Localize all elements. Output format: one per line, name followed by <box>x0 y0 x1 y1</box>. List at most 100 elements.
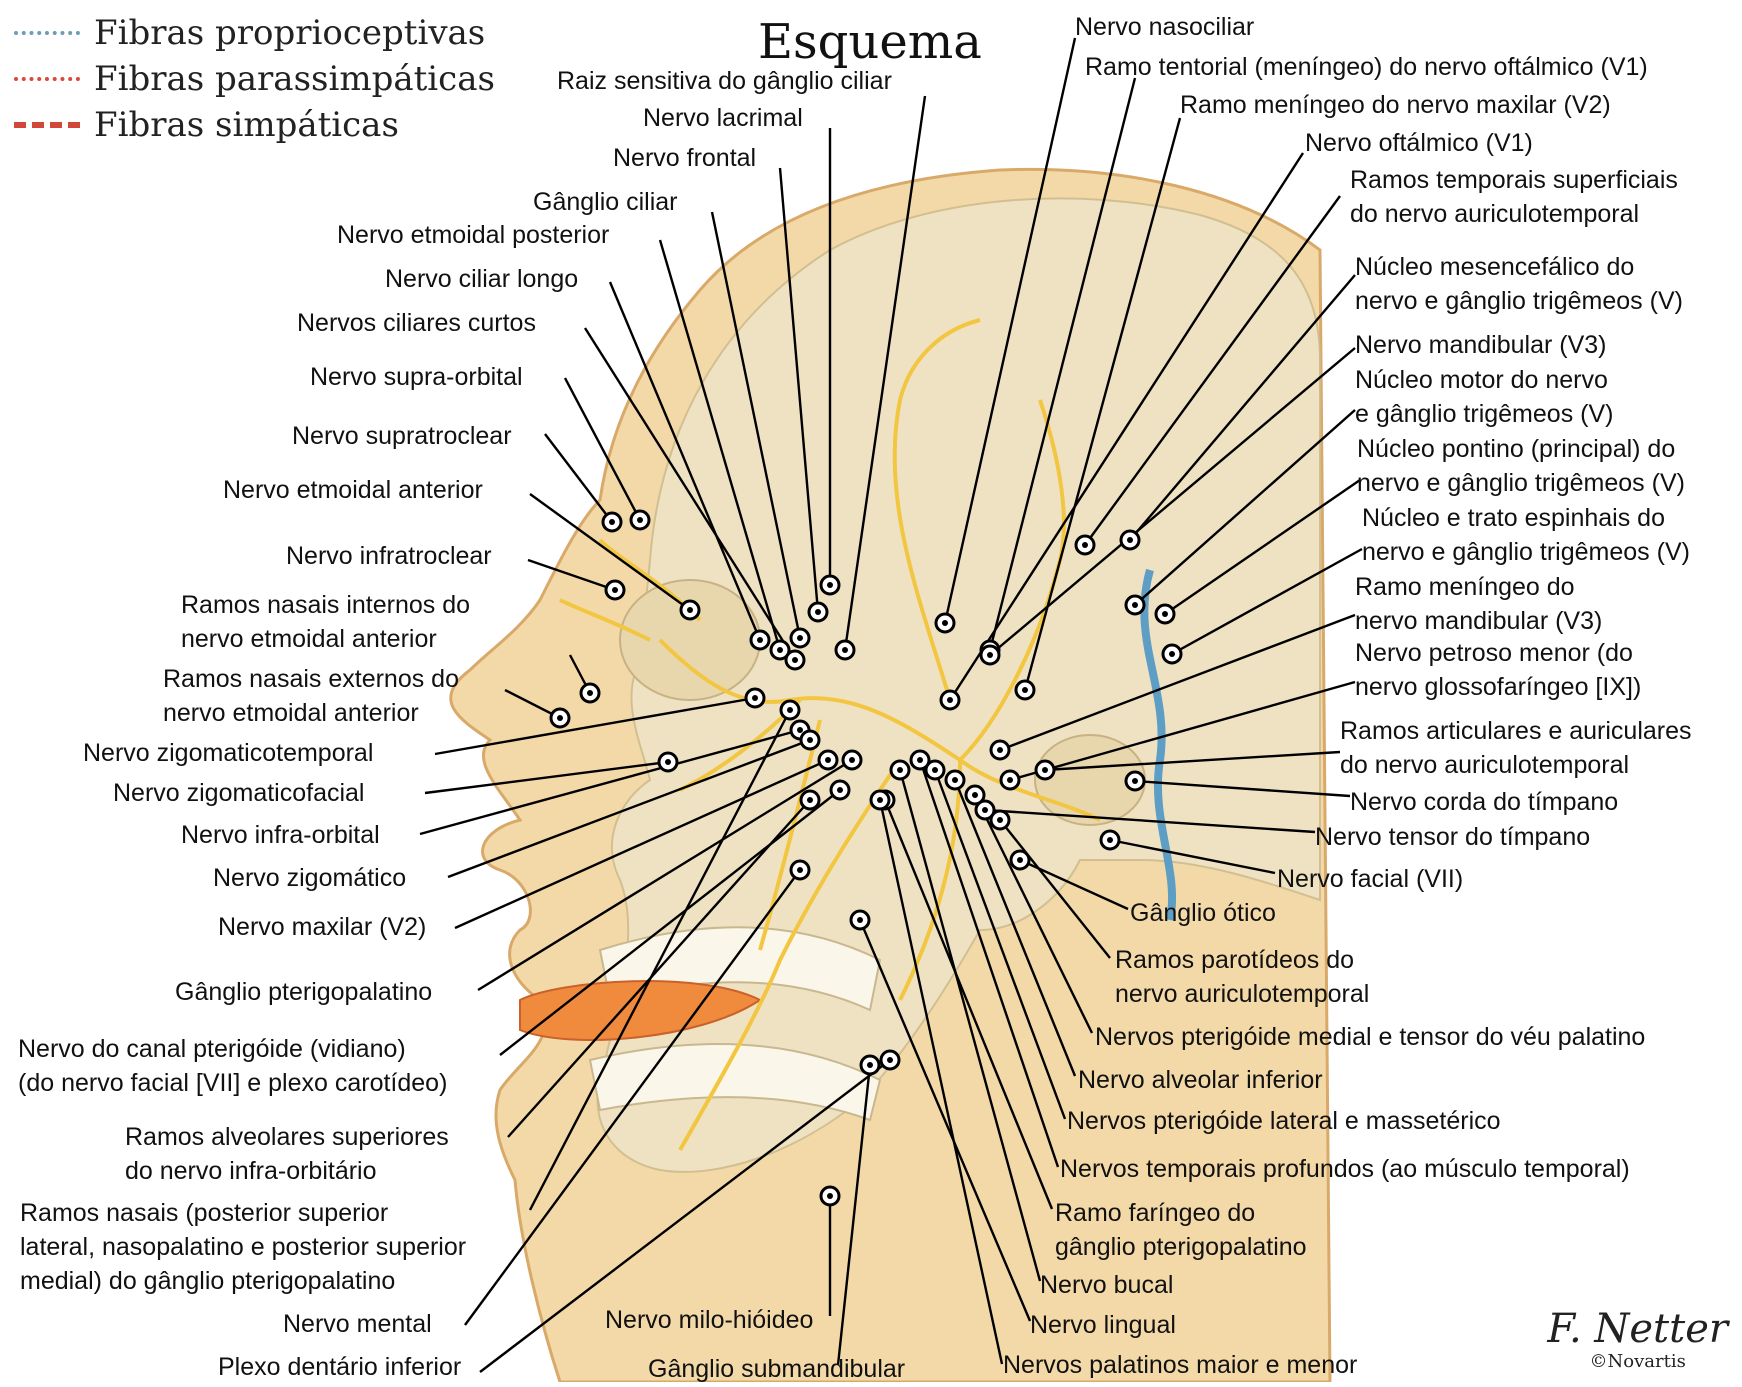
callout-marker-dot <box>997 817 1003 823</box>
label-nervo-tensor-timpano: Nervo tensor do tímpano <box>1315 820 1590 854</box>
callout-marker-dot <box>1132 602 1138 608</box>
callout-marker-dot <box>797 727 803 733</box>
label-nervo-etmoidal-anterior: Nervo etmoidal anterior <box>223 473 483 507</box>
legend: Fibras proprioceptivas Fibras parassimpá… <box>14 10 495 148</box>
callout-marker-dot <box>837 787 843 793</box>
callout-marker-dot <box>952 777 958 783</box>
label-nervo-infratroclear: Nervo infratroclear <box>286 539 492 573</box>
label-nervo-etmoidal-posterior: Nervo etmoidal posterior <box>337 218 609 252</box>
label-nervo-mental: Nervo mental <box>283 1307 432 1341</box>
callout-marker-dot <box>637 517 643 523</box>
label-ramo-meningeo-maxilar: Ramo meníngeo do nervo maxilar (V2) <box>1180 88 1611 122</box>
callout-marker-dot <box>815 609 821 615</box>
label-nervo-corda-timpano: Nervo corda do tímpano <box>1350 785 1618 819</box>
label-ramo-faringeo: Ramo faríngeo do gânglio pterigopalatino <box>1055 1196 1307 1264</box>
callout-marker-dot <box>807 737 813 743</box>
label-ramos-articulares: Ramos articulares e auriculares do nervo… <box>1340 714 1692 782</box>
label-ganglio-otico: Gânglio ótico <box>1130 896 1276 930</box>
orbit <box>620 580 760 700</box>
signature-mark: F. Netter <box>1547 1307 1728 1351</box>
label-nervos-temporais-profundos: Nervos temporais profundos (ao músculo t… <box>1060 1152 1630 1186</box>
legend-item-proprioceptive: Fibras proprioceptivas <box>14 10 495 56</box>
label-ramos-alveolares-superiores: Ramos alveolares superiores do nervo inf… <box>125 1120 449 1188</box>
label-ramo-meningeo-mandibular: Ramo meníngeo do nervo mandibular (V3) <box>1355 570 1602 638</box>
callout-marker-dot <box>932 767 938 773</box>
callout-marker-dot <box>797 867 803 873</box>
callout-marker-dot <box>587 690 593 696</box>
signature: F. Netter ©Novartis <box>1547 1307 1728 1372</box>
legend-swatch-dotted-red <box>14 77 80 81</box>
label-nervo-ciliar-longo: Nervo ciliar longo <box>385 262 578 296</box>
legend-swatch-dashed-red <box>14 122 80 128</box>
label-nervo-petroso-menor: Nervo petroso menor (do nervo glossofarí… <box>1355 636 1641 704</box>
callout-marker-dot <box>787 707 793 713</box>
callout-marker-dot <box>612 587 618 593</box>
callout-marker-dot <box>982 807 988 813</box>
callout-marker-dot <box>1082 542 1088 548</box>
callout-marker-dot <box>752 695 758 701</box>
label-raiz-sensitiva: Raiz sensitiva do gânglio ciliar <box>557 64 892 98</box>
callout-marker-dot <box>997 747 1003 753</box>
label-ramos-nasais-internos: Ramos nasais internos do nervo etmoidal … <box>181 588 470 656</box>
callout-marker-dot <box>557 715 563 721</box>
label-nervo-zigomatico: Nervo zigomático <box>213 861 406 895</box>
label-nervos-ciliares-curtos: Nervos ciliares curtos <box>297 306 536 340</box>
callout-marker-dot <box>609 519 615 525</box>
label-nervo-lingual: Nervo lingual <box>1030 1308 1176 1342</box>
callout-marker-dot <box>857 917 863 923</box>
callout-marker-dot <box>797 635 803 641</box>
callout-marker-dot <box>947 697 953 703</box>
diagram-title: Esquema <box>758 14 982 70</box>
callout-marker-dot <box>757 637 763 643</box>
label-nervo-milo-hioideo: Nervo milo-hióideo <box>605 1303 813 1337</box>
legend-item-sympathetic: Fibras simpáticas <box>14 102 495 148</box>
callout-marker-dot <box>1022 687 1028 693</box>
callout-marker-dot <box>972 792 978 798</box>
label-nervo-mandibular: Nervo mandibular (V3) <box>1355 328 1607 362</box>
callout-marker-dot <box>887 1057 893 1063</box>
callout-marker-dot <box>897 767 903 773</box>
label-nervo-maxilar: Nervo maxilar (V2) <box>218 910 426 944</box>
label-nervos-pterigoide-medial: Nervos pterigóide medial e tensor do véu… <box>1095 1020 1645 1054</box>
label-nervo-infra-orbital: Nervo infra-orbital <box>181 818 380 852</box>
callout-marker-dot <box>825 757 831 763</box>
label-plexo-dentario-inferior: Plexo dentário inferior <box>218 1350 461 1384</box>
callout-marker-dot <box>1127 537 1133 543</box>
legend-swatch-dotted-blue <box>14 31 80 35</box>
label-nucleo-trato-espinhais: Núcleo e trato espinhais do nervo e gâng… <box>1362 501 1690 569</box>
label-nucleo-pontino: Núcleo pontino (principal) do nervo e gâ… <box>1357 432 1685 500</box>
label-nervos-palatinos: Nervos palatinos maior e menor <box>1003 1348 1357 1382</box>
legend-label: Fibras proprioceptivas <box>94 13 485 53</box>
label-nucleo-mesencefalico: Núcleo mesencefálico do nervo e gânglio … <box>1355 250 1683 318</box>
callout-marker-dot <box>867 1062 873 1068</box>
label-nervo-lacrimal: Nervo lacrimal <box>643 101 803 135</box>
legend-label: Fibras parassimpáticas <box>94 59 495 99</box>
callout-marker-dot <box>849 757 855 763</box>
callout-marker-dot <box>1017 857 1023 863</box>
label-nervo-frontal: Nervo frontal <box>613 141 756 175</box>
label-nervo-supra-orbital: Nervo supra-orbital <box>310 360 523 394</box>
legend-label: Fibras simpáticas <box>94 105 399 145</box>
label-ramos-parotideos: Ramos parotídeos do nervo auriculotempor… <box>1115 943 1369 1011</box>
legend-item-parasympathetic: Fibras parassimpáticas <box>14 56 495 102</box>
label-nervo-supratroclear: Nervo supratroclear <box>292 419 512 453</box>
label-nervo-facial: Nervo facial (VII) <box>1277 862 1463 896</box>
callout-marker-dot <box>1132 778 1138 784</box>
label-nervo-nasociliar: Nervo nasociliar <box>1075 10 1254 44</box>
label-nucleo-motor: Núcleo motor do nervo e gânglio trigêmeo… <box>1355 363 1613 431</box>
label-ramos-nasais-ganglio: Ramos nasais (posterior superior lateral… <box>20 1196 466 1298</box>
label-nervo-alveolar-inferior: Nervo alveolar inferior <box>1078 1063 1323 1097</box>
label-nervo-oftalmico: Nervo oftálmico (V1) <box>1305 126 1533 160</box>
label-nervo-bucal: Nervo bucal <box>1040 1268 1173 1302</box>
callout-marker-dot <box>687 607 693 613</box>
callout-marker-dot <box>1107 837 1113 843</box>
label-ramos-temporais-superficiais: Ramos temporais superficiais do nervo au… <box>1350 163 1678 231</box>
label-nervos-pterigoide-lateral: Nervos pterigóide lateral e massetérico <box>1067 1104 1501 1138</box>
label-nervo-canal-pterigoide: Nervo do canal pterigóide (vidiano) (do … <box>18 1032 447 1100</box>
callout-marker-dot <box>842 647 848 653</box>
label-ramo-tentorial: Ramo tentorial (meníngeo) do nervo oftál… <box>1085 50 1648 84</box>
label-ramos-nasais-externos: Ramos nasais externos do nervo etmoidal … <box>163 662 459 730</box>
callout-marker-dot <box>1169 651 1175 657</box>
callout-marker-dot <box>1042 767 1048 773</box>
